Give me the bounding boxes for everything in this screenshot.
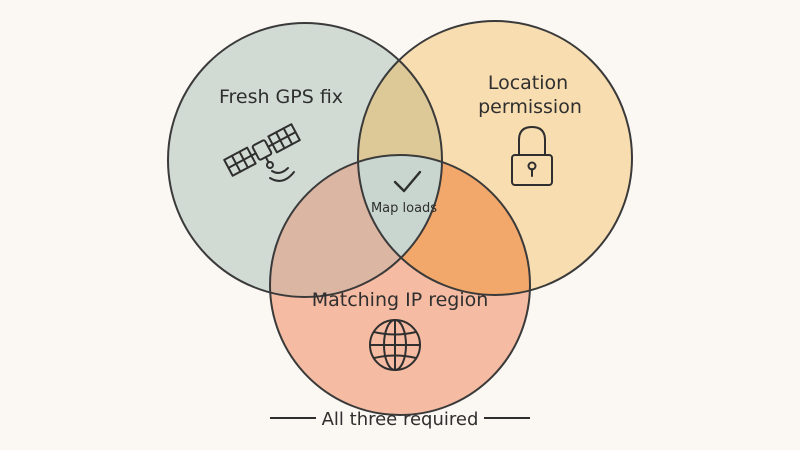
permission-label-line-2: permission [478,96,582,118]
permission-circle-outline [357,20,633,296]
ip-label: Matching IP region [312,289,489,311]
signal-waves-icon-outer [269,171,295,182]
globe-icon [369,319,421,371]
caption: All three required [322,409,479,430]
checkmark-icon [393,170,422,193]
satellite-icon [223,123,301,177]
signal-waves-icon [271,167,289,174]
permission-label-line-1: Location [488,72,568,94]
padlock-icon [511,126,553,186]
gps-circle-outline [167,22,443,298]
center-label: Map loads [371,201,437,216]
gps-label: Fresh GPS fix [219,86,343,108]
ip-circle-outline [269,154,531,416]
